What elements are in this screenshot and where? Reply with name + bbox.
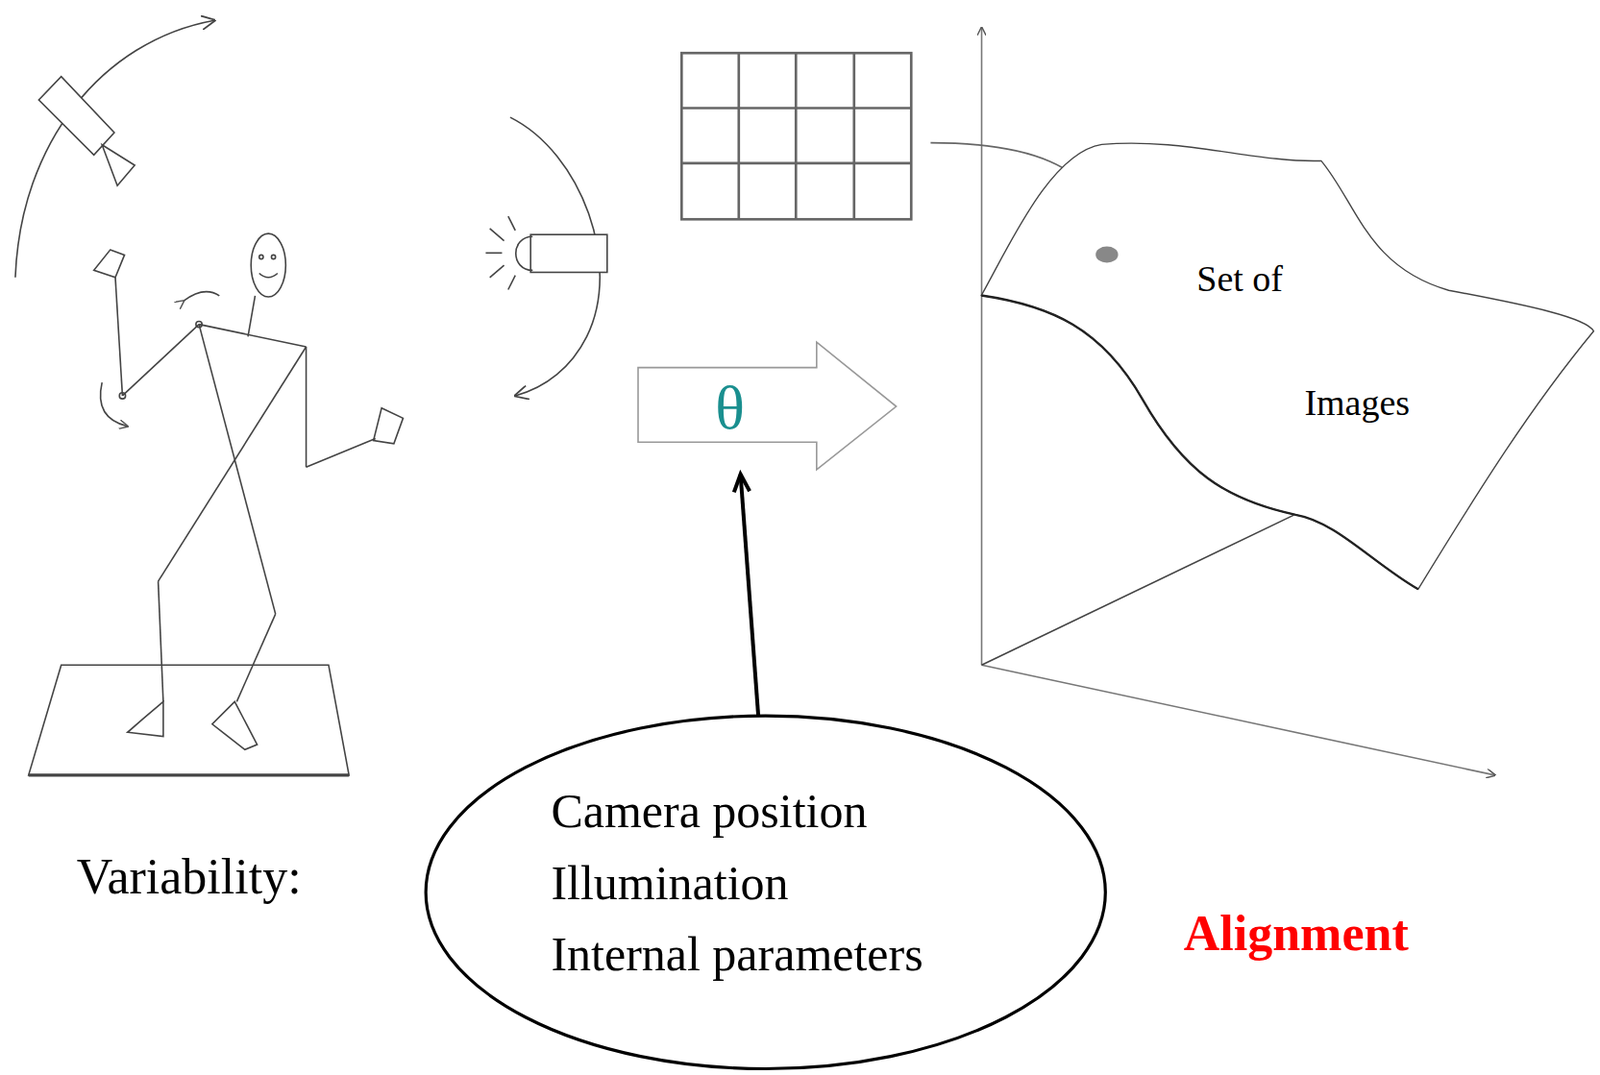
image-manifold-outline <box>977 138 1600 594</box>
alignment-title: Alignment <box>1183 909 1409 960</box>
variability-item: Internal parameters <box>550 930 923 979</box>
parameter-symbol: θ <box>714 377 745 440</box>
pixel-grid <box>681 52 911 220</box>
parameter-arrow: θ <box>638 340 899 473</box>
light-source <box>485 117 607 396</box>
variability-item: Illumination <box>550 859 788 908</box>
variability-ellipse: Camera positionIlluminationInternal para… <box>423 713 1108 1072</box>
manifold-label: Set of <box>1196 260 1283 297</box>
variability-label: Variability: <box>76 852 302 903</box>
camera <box>15 20 215 278</box>
variability-item: Camera position <box>550 787 867 836</box>
stick-figure <box>28 233 404 776</box>
image-manifold: Set of Images <box>977 138 1600 594</box>
parameter-arrow-outline <box>638 340 899 473</box>
manifold-label: Images <box>1304 384 1410 421</box>
parameter-connector <box>734 474 759 719</box>
